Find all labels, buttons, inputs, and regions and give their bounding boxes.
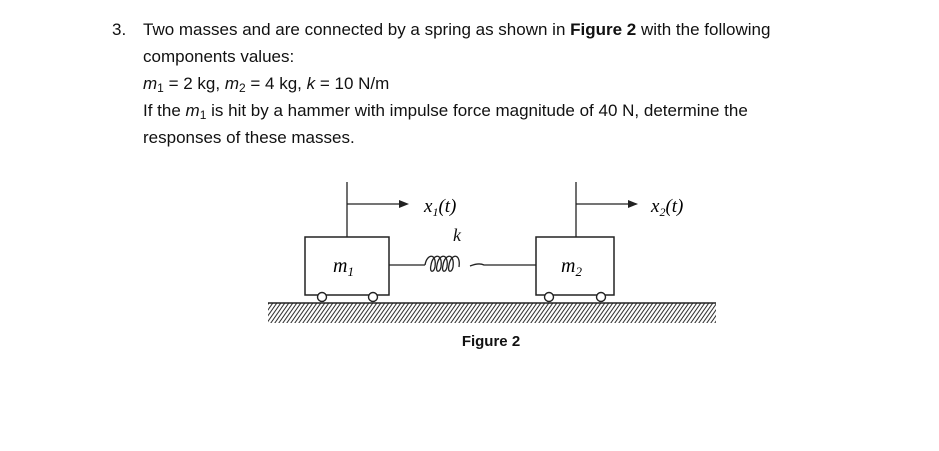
spring: k <box>389 225 536 272</box>
ground <box>268 302 716 323</box>
mass-1-wheel-right <box>367 291 379 303</box>
m1-symbol: m <box>143 74 158 93</box>
mass-1-block <box>304 236 390 296</box>
question-line-1: Two masses and are connected by a spring… <box>143 16 770 43</box>
m1-value: = 2 kg, <box>163 74 225 93</box>
mass-2-wheel-left <box>543 291 555 303</box>
mass-2: m2 <box>535 236 615 303</box>
question-number: 3. <box>112 20 127 39</box>
x2-indicator: x2(t) <box>575 182 683 237</box>
component-values-line: m1 = 2 kg, m2 = 4 kg, k = 10 N/m <box>143 70 389 99</box>
question-line-1-post: with the following <box>636 20 771 39</box>
spring-k-label: k <box>453 225 462 245</box>
figure-reference: Figure 2 <box>570 20 637 39</box>
mass-1-wheel-left <box>316 291 328 303</box>
line4-m1-symbol: m <box>185 101 200 120</box>
x1-indicator: x1(t) <box>346 182 456 237</box>
question-line-4-pre: If the <box>143 101 186 120</box>
x2-label: x2(t) <box>650 196 683 219</box>
m2-value: = 4 kg, <box>245 74 307 93</box>
m1-subscript: 1 <box>157 81 164 95</box>
mass-2-label: m2 <box>561 255 582 279</box>
k-value: = 10 N/m <box>315 74 390 93</box>
m2-symbol: m <box>224 74 239 93</box>
line4-m1-subscript: 1 <box>199 108 207 122</box>
x1-arrow-icon <box>399 200 409 208</box>
mass-2-block <box>535 236 615 296</box>
figure-caption: Figure 2 <box>461 333 521 350</box>
question-line-2: components values: <box>143 47 295 66</box>
x1-label: x1(t) <box>423 196 456 219</box>
k-symbol: k <box>306 74 316 93</box>
question-line-1-pre: Two masses and are connected by a spring… <box>143 20 571 39</box>
mass-2-wheel-right <box>595 291 607 303</box>
m2-subscript: 2 <box>238 81 246 95</box>
mass-1: m1 <box>304 236 390 303</box>
question-line-4: If the m1 is hit by a hammer with impuls… <box>143 97 748 126</box>
ground-hatching <box>268 303 716 323</box>
question-line-5: responses of these masses. <box>143 128 355 147</box>
question-line-4-post: is hit by a hammer with impulse force ma… <box>206 101 748 120</box>
x2-arrow-icon <box>628 200 638 208</box>
mass-1-label: m1 <box>333 255 354 279</box>
